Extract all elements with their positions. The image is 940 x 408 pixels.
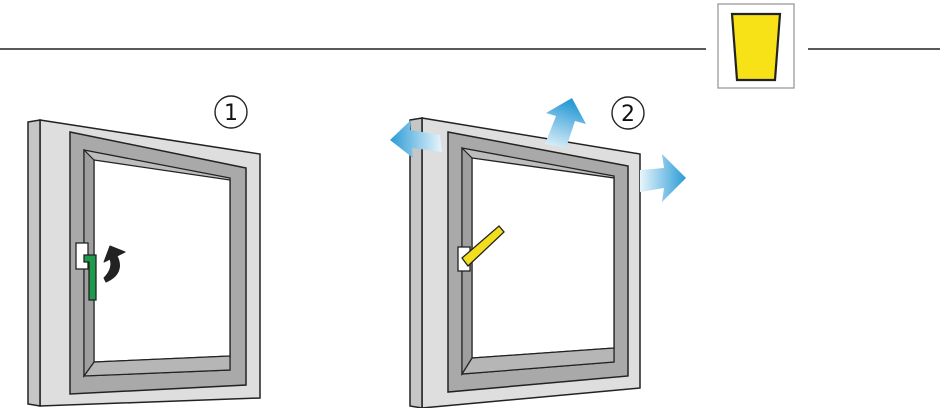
- frame-side: [409, 117, 423, 408]
- handle-tilted: [461, 225, 505, 267]
- handle-closed: [83, 254, 97, 301]
- step-2-badge: [611, 96, 645, 130]
- frame-side: [27, 119, 41, 407]
- step-1-number: 1: [224, 101, 238, 126]
- airflow-arrow-top-icon: [545, 98, 586, 148]
- airflow-arrow-left-icon: [390, 120, 442, 158]
- airflow-arrow-right-icon: [640, 154, 686, 202]
- step-2-number: 2: [621, 102, 635, 127]
- window-step-2: 2: [390, 96, 686, 408]
- header: [0, 3, 940, 89]
- step-1-badge: [214, 95, 248, 129]
- yellow-indicator-icon: [730, 12, 782, 82]
- window-step-1: 1: [27, 95, 261, 407]
- rotate-arrow-icon: [103, 245, 126, 283]
- glass-pane: [471, 157, 615, 359]
